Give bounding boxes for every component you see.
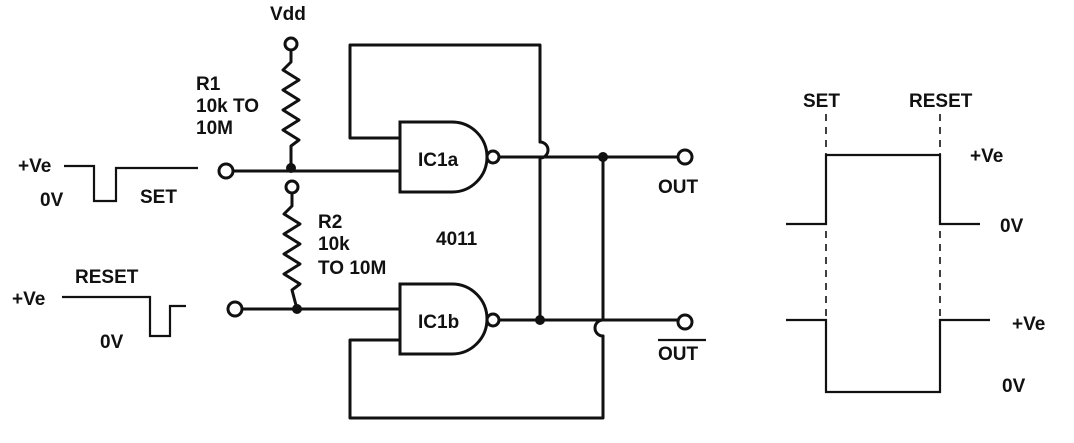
timing-top-waveform xyxy=(786,153,980,226)
reset-input-low-label: 0V xyxy=(100,332,124,353)
set-input-low-label: 0V xyxy=(40,190,64,211)
set-pulse-waveform xyxy=(64,164,198,203)
vdd-label: Vdd xyxy=(270,4,306,25)
r2-name: R2 xyxy=(318,212,342,233)
set-input-high-label: +Ve xyxy=(18,156,51,177)
out-bar-terminal xyxy=(676,313,694,331)
reset-input-high-label: +Ve xyxy=(12,289,45,310)
timing-set-label: SET xyxy=(803,91,840,112)
bottom-feedback-loop xyxy=(348,334,605,420)
chip-label: 4011 xyxy=(436,229,478,250)
out-label: OUT xyxy=(658,177,699,198)
r2-value-line1: 10k xyxy=(318,234,350,255)
r1-value-line1: 10k TO xyxy=(196,96,259,117)
timing-bottom-low-label: 0V xyxy=(1002,376,1026,397)
timing-reset-label: RESET xyxy=(909,91,973,112)
gate-top-label: IC1a xyxy=(418,150,459,171)
timing-bottom-high-label: +Ve xyxy=(1012,314,1045,335)
r2-resistor xyxy=(282,191,302,311)
reset-input-terminal xyxy=(226,300,244,318)
reset-junction xyxy=(292,304,302,314)
top-cross-wire xyxy=(538,140,550,322)
reset-input-name: RESET xyxy=(75,267,139,288)
set-junction xyxy=(286,163,296,173)
bottom-cross-wire xyxy=(593,155,605,338)
r2-value-line2: TO 10M xyxy=(318,258,386,279)
r2-top-terminal xyxy=(284,179,300,195)
out-terminal xyxy=(676,148,694,166)
r1-name: R1 xyxy=(196,74,221,95)
timing-top-high-label: +Ve xyxy=(970,146,1003,167)
out-bar-junction xyxy=(535,315,545,325)
set-input-name: SET xyxy=(140,187,177,208)
gate-bottom-label: IC1b xyxy=(418,312,459,333)
timing-bottom-waveform xyxy=(786,318,990,394)
out-bar-label: OUT xyxy=(658,344,699,365)
reset-pulse-waveform xyxy=(62,295,186,338)
vdd-terminal xyxy=(283,36,299,52)
set-input-terminal xyxy=(217,162,235,180)
nand-bottom-bubble xyxy=(485,312,501,328)
out-junction xyxy=(598,152,608,162)
nand-top-bubble xyxy=(485,149,501,165)
timing-top-low-label: 0V xyxy=(1000,216,1024,237)
top-feedback-loop xyxy=(348,43,542,144)
r1-resistor xyxy=(281,48,301,170)
r1-value-line2: 10M xyxy=(196,118,233,139)
